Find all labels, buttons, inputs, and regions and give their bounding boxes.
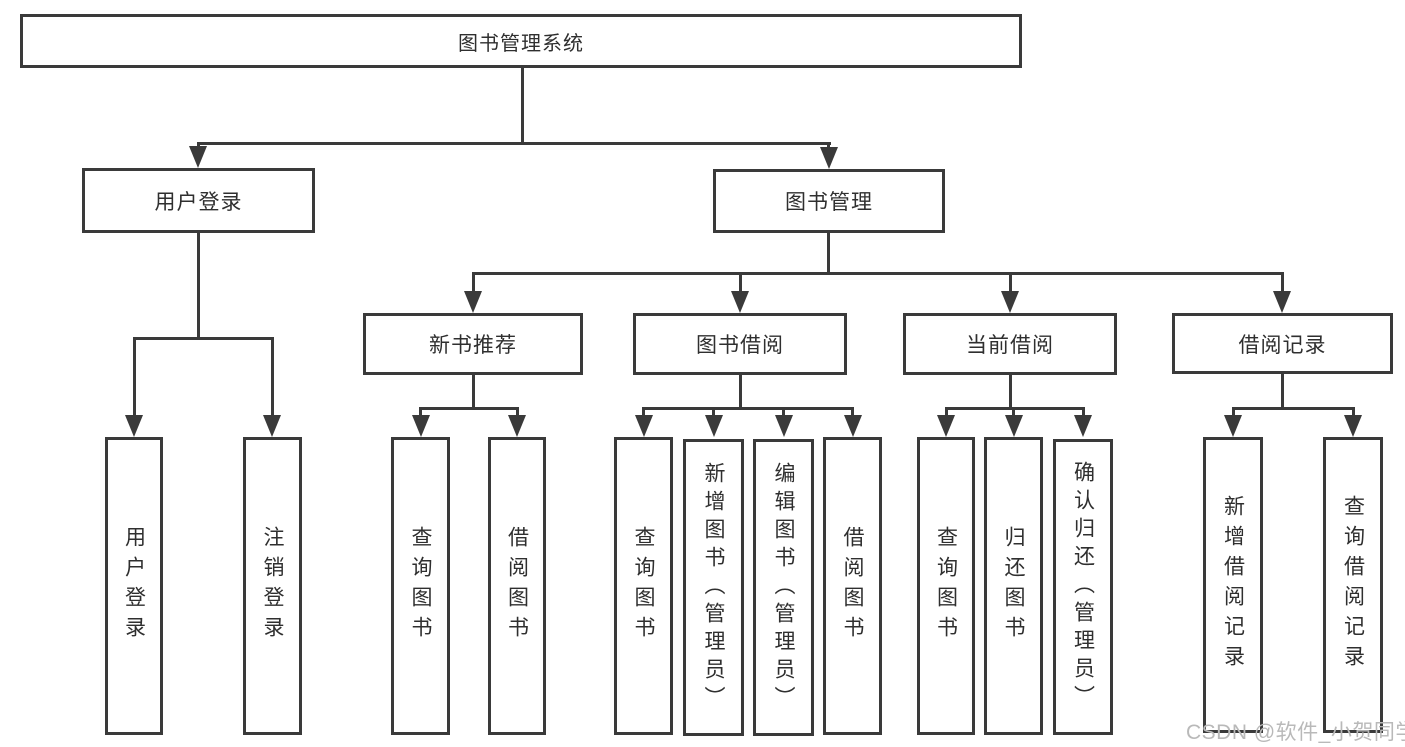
- connector-line: [471, 272, 1283, 275]
- connector-line: [270, 337, 274, 419]
- connector-line: [521, 68, 524, 142]
- connector-line: [1280, 272, 1284, 293]
- arrow-down-icon: [1273, 291, 1291, 313]
- arrow-down-icon: [1344, 415, 1362, 437]
- connector-line: [1012, 407, 1015, 419]
- arrow-down-icon: [411, 415, 430, 437]
- leaf-query-borrow-record: 查询借阅记录: [1323, 437, 1383, 733]
- connector-line: [738, 272, 742, 293]
- arrow-down-icon: [464, 291, 482, 313]
- arrow-down-icon: [819, 147, 838, 169]
- leaf-confirm-return-admin: 确认归还（管理员）: [1053, 439, 1113, 735]
- arrow-down-icon: [1224, 415, 1242, 437]
- leaf-borrow-books: 借阅图书: [823, 437, 882, 735]
- arrow-down-icon: [189, 146, 207, 168]
- arrow-down-icon: [704, 415, 723, 437]
- connector-line: [419, 407, 518, 410]
- leaf-query-books-current: 查询图书: [917, 437, 975, 735]
- node-user-login: 用户登录: [82, 168, 315, 233]
- arrow-down-icon: [774, 415, 793, 437]
- arrow-down-icon: [937, 415, 955, 437]
- connector-line: [471, 375, 475, 407]
- connector-line: [712, 407, 715, 419]
- connector-line: [196, 233, 200, 337]
- arrow-down-icon: [1001, 291, 1019, 313]
- connector-line: [642, 407, 853, 410]
- csdn-watermark: CSDN @软件_小贺同学: [1186, 721, 1405, 744]
- connector-line: [1008, 375, 1012, 407]
- connector-line: [851, 407, 854, 419]
- connector-line: [197, 142, 831, 145]
- node-new-book-recommend: 新书推荐: [363, 313, 583, 375]
- connector-line: [827, 142, 830, 151]
- arrow-down-icon: [843, 415, 862, 437]
- arrow-down-icon: [731, 291, 749, 313]
- leaf-borrow-books-recommend: 借阅图书: [488, 437, 546, 735]
- arrow-down-icon: [634, 415, 653, 437]
- leaf-query-books-recommend: 查询图书: [391, 437, 450, 735]
- node-book-management: 图书管理: [713, 169, 945, 233]
- connector-line: [642, 407, 645, 419]
- connector-line: [471, 272, 475, 293]
- connector-line: [1231, 407, 1355, 410]
- leaf-add-borrow-record: 新增借阅记录: [1203, 437, 1263, 733]
- leaf-edit-books-admin: 编辑图书（管理员）: [753, 439, 814, 736]
- arrow-down-icon: [125, 415, 143, 437]
- node-borrow-records: 借阅记录: [1172, 313, 1393, 374]
- connector-line: [419, 407, 422, 419]
- node-book-borrow: 图书借阅: [633, 313, 847, 375]
- connector-line: [1351, 407, 1355, 419]
- arrow-down-icon: [1004, 415, 1023, 437]
- arrow-down-icon: [508, 415, 526, 437]
- leaf-return-books: 归还图书: [984, 437, 1043, 735]
- connector-line: [738, 375, 742, 407]
- connector-line: [132, 337, 274, 340]
- connector-line: [132, 337, 136, 419]
- connector-line: [944, 407, 948, 419]
- connector-line: [827, 233, 830, 272]
- connector-line: [1081, 407, 1085, 419]
- connector-line: [515, 407, 519, 419]
- arrow-down-icon: [1074, 415, 1092, 437]
- leaf-add-books-admin: 新增图书（管理员）: [683, 439, 744, 736]
- node-current-borrow: 当前借阅: [903, 313, 1117, 375]
- connector-line: [1281, 374, 1284, 407]
- connector-line: [1231, 407, 1235, 419]
- arrow-down-icon: [263, 415, 281, 437]
- leaf-user-login: 用户登录: [105, 437, 163, 735]
- connector-line: [782, 407, 785, 419]
- leaf-query-books-borrow: 查询图书: [614, 437, 673, 735]
- node-library-management-system: 图书管理系统: [20, 14, 1022, 68]
- connector-line: [1008, 272, 1012, 293]
- leaf-logout-login: 注销登录: [243, 437, 302, 735]
